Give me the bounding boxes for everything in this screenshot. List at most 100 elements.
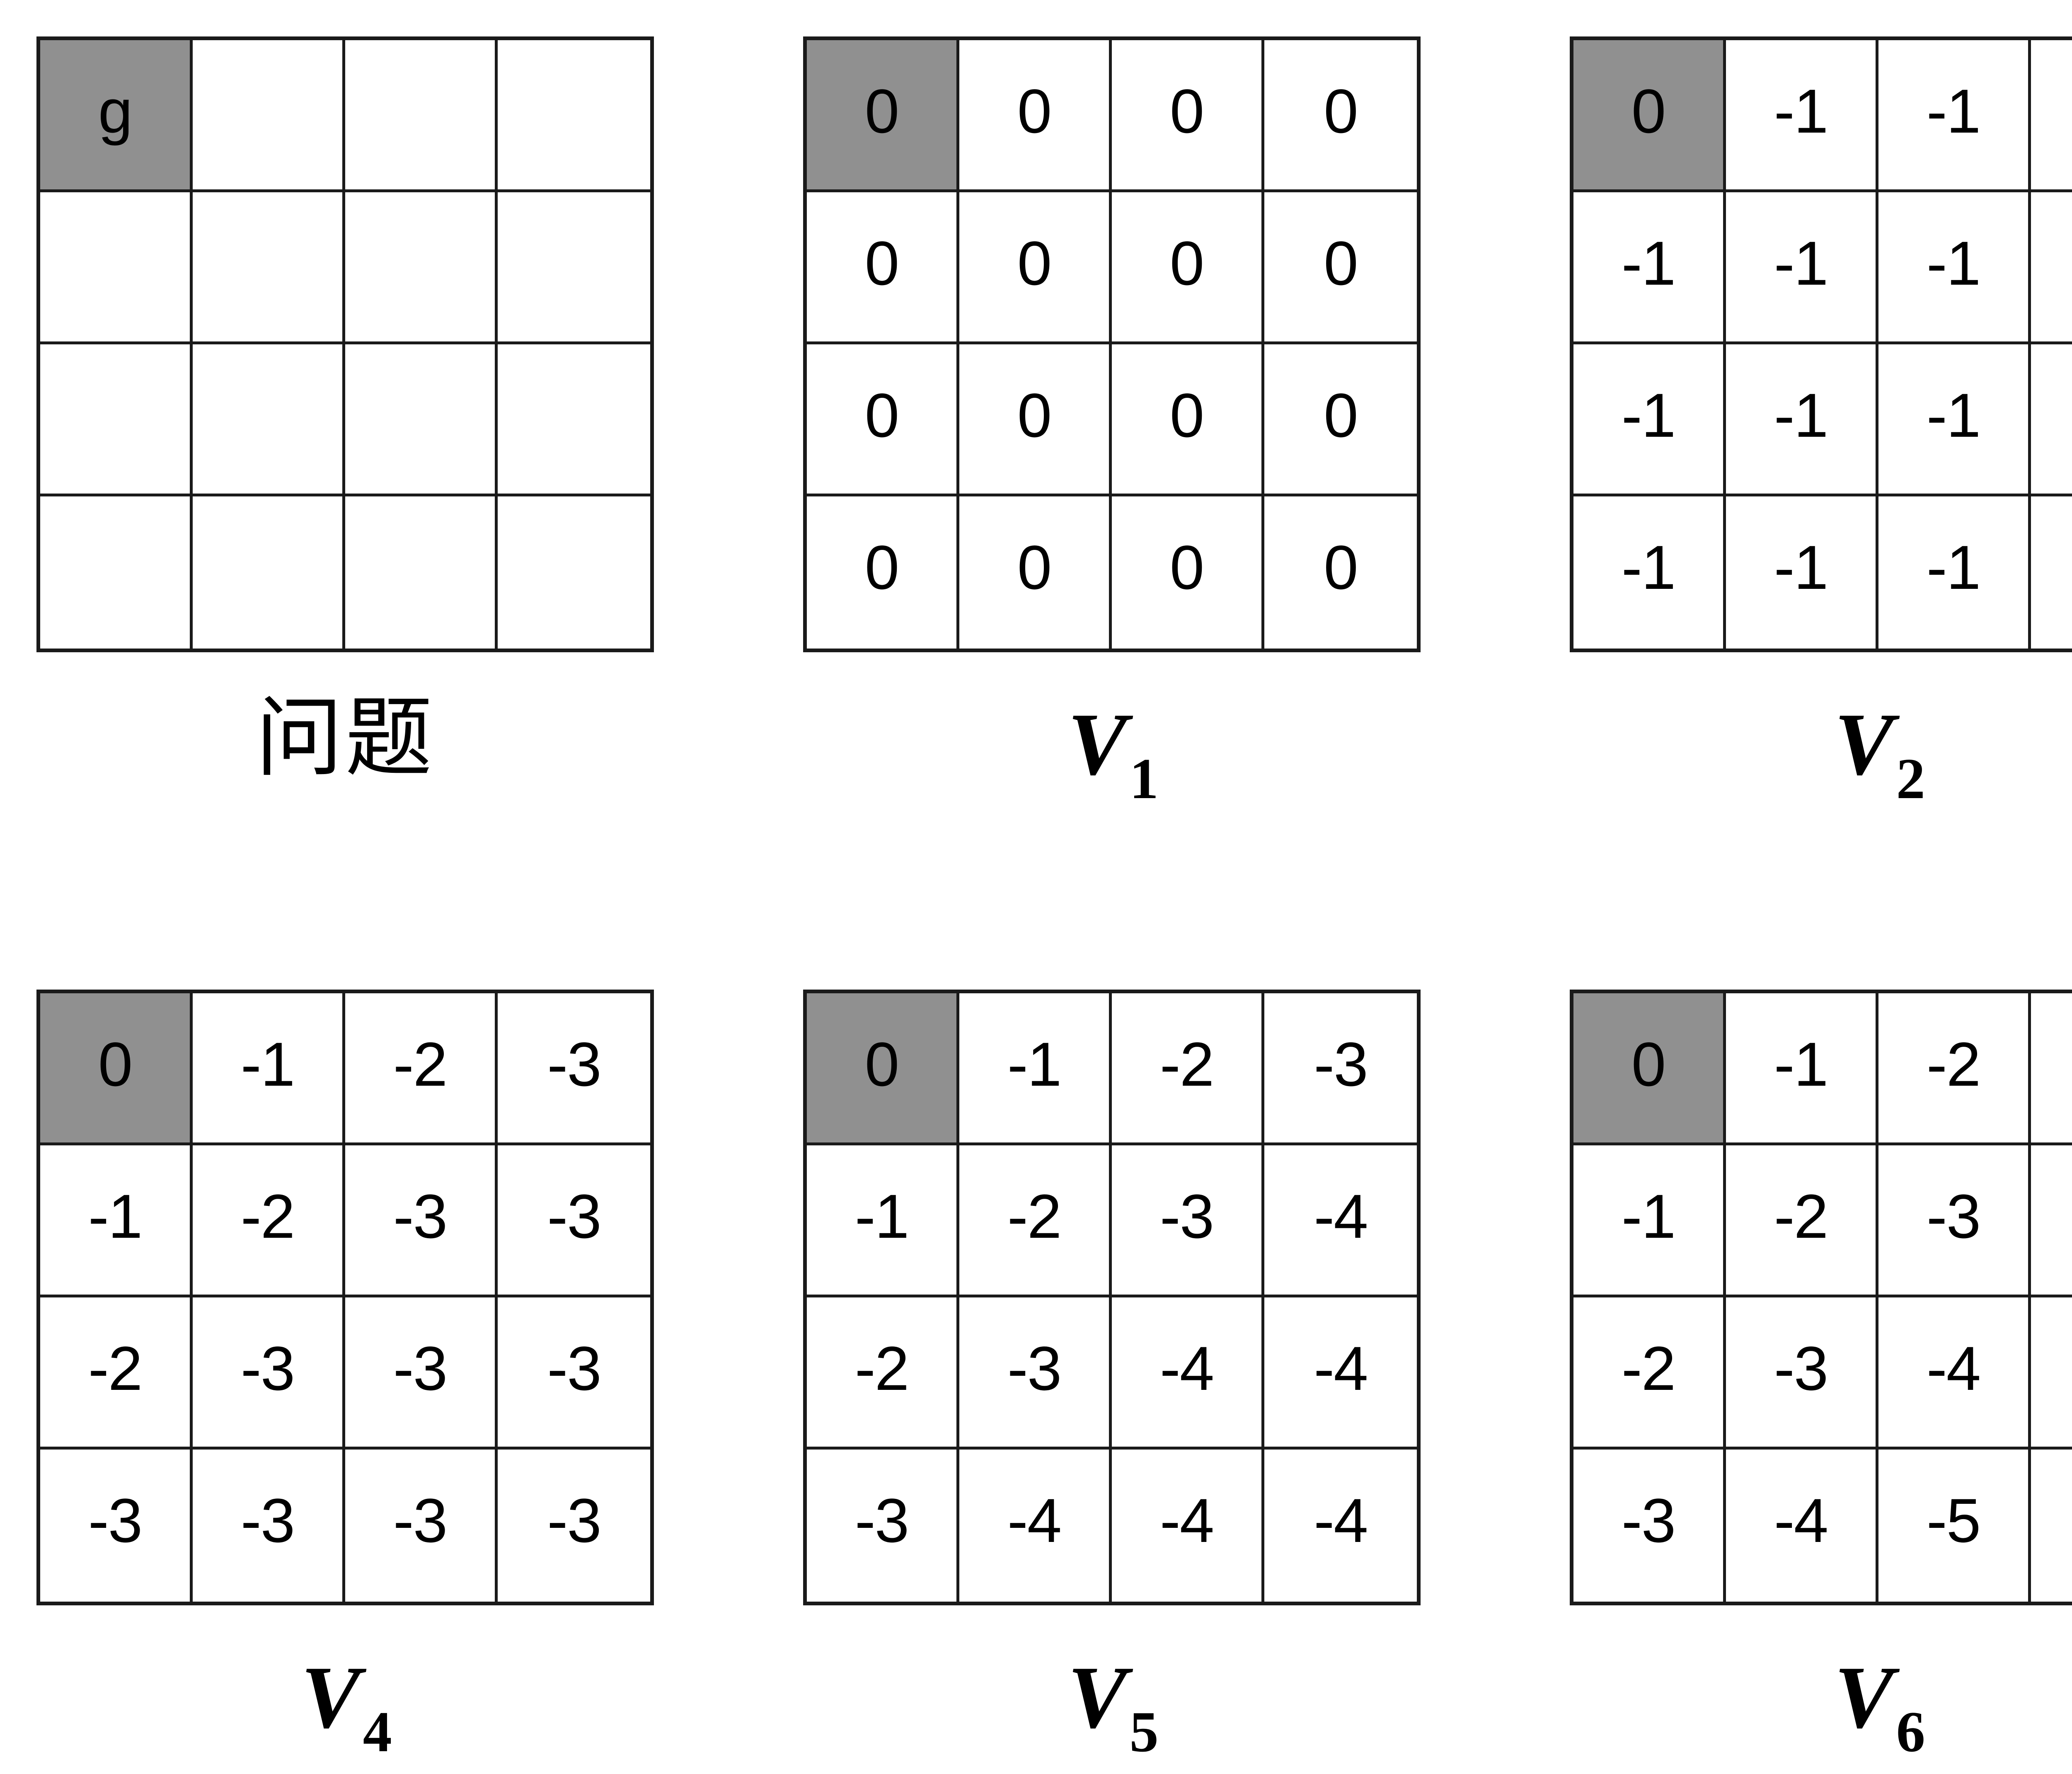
- grid-cell[interactable]: -3: [193, 1297, 345, 1450]
- grid-cell[interactable]: -1: [2031, 40, 2072, 192]
- grid-cell[interactable]: -1: [40, 1145, 193, 1297]
- cell-value: -1: [1621, 380, 1676, 450]
- grid-cell[interactable]: 0: [1112, 344, 1264, 496]
- grid-cell[interactable]: [498, 344, 650, 496]
- grid-cell[interactable]: -3: [193, 1450, 345, 1602]
- grid-cell[interactable]: [40, 344, 193, 496]
- grid-cell[interactable]: -1: [2031, 192, 2072, 344]
- grid-cell[interactable]: [193, 192, 345, 344]
- grid-cell[interactable]: -3: [1878, 1145, 2031, 1297]
- grid-cell[interactable]: 0: [959, 496, 1112, 649]
- grid-cell[interactable]: [345, 496, 498, 649]
- grid-cell[interactable]: [498, 496, 650, 649]
- grid-cell[interactable]: -2: [345, 993, 498, 1145]
- grid-cell[interactable]: -1: [193, 993, 345, 1145]
- cell-value: -3: [393, 1181, 448, 1251]
- grid-cell[interactable]: -3: [40, 1450, 193, 1602]
- grid-cell[interactable]: -5: [2031, 1297, 2072, 1450]
- grid-cell[interactable]: -3: [498, 1450, 650, 1602]
- grid-cell[interactable]: 0: [807, 993, 959, 1145]
- grid-cell[interactable]: -1: [1726, 40, 1878, 192]
- grid-cell[interactable]: 0: [807, 192, 959, 344]
- grid-cell[interactable]: 0: [1264, 192, 1417, 344]
- grid-cell[interactable]: -2: [40, 1297, 193, 1450]
- grid-cell[interactable]: -2: [193, 1145, 345, 1297]
- grid-cell[interactable]: 0: [1264, 496, 1417, 649]
- grid-cell[interactable]: -3: [1112, 1145, 1264, 1297]
- grid-cell[interactable]: 0: [807, 344, 959, 496]
- grid-cell[interactable]: -4: [1112, 1450, 1264, 1602]
- grid-cell[interactable]: -1: [807, 1145, 959, 1297]
- grid-cell[interactable]: -4: [1878, 1297, 2031, 1450]
- grid-cell[interactable]: [345, 40, 498, 192]
- grid-cell[interactable]: [498, 192, 650, 344]
- grid-cell[interactable]: -1: [1878, 192, 2031, 344]
- grid-cell[interactable]: 0: [959, 40, 1112, 192]
- grid-cell[interactable]: -5: [2031, 1450, 2072, 1602]
- grid-cell[interactable]: -4: [1726, 1450, 1878, 1602]
- grid-cell[interactable]: 0: [1573, 40, 1726, 192]
- grid-cell[interactable]: -1: [1878, 40, 2031, 192]
- grid-cell[interactable]: -4: [959, 1450, 1112, 1602]
- grid-cell[interactable]: -1: [1878, 344, 2031, 496]
- grid-cell[interactable]: 0: [1112, 496, 1264, 649]
- grid-cell[interactable]: g: [40, 40, 193, 192]
- grid-cell[interactable]: [498, 40, 650, 192]
- grid-cell[interactable]: -4: [1264, 1297, 1417, 1450]
- grid-cell[interactable]: -3: [1264, 993, 1417, 1145]
- grid-cell[interactable]: -2: [1726, 1145, 1878, 1297]
- cell-value: -2: [1621, 1334, 1676, 1403]
- grid-cell[interactable]: -1: [1573, 1145, 1726, 1297]
- grid-cell[interactable]: -3: [498, 1297, 650, 1450]
- grid-cell[interactable]: -1: [959, 993, 1112, 1145]
- grid-cell[interactable]: 0: [1573, 993, 1726, 1145]
- grid-cell[interactable]: -4: [1112, 1297, 1264, 1450]
- grid-cell[interactable]: -3: [1573, 1450, 1726, 1602]
- grid-cell[interactable]: 0: [40, 993, 193, 1145]
- grid-cell[interactable]: [193, 496, 345, 649]
- grid-cell[interactable]: 0: [1112, 40, 1264, 192]
- grid-cell[interactable]: [193, 40, 345, 192]
- grid-cell[interactable]: 0: [1112, 192, 1264, 344]
- grid-cell[interactable]: -4: [1264, 1450, 1417, 1602]
- grid-cell[interactable]: -2: [959, 1145, 1112, 1297]
- grid-cell[interactable]: -3: [498, 1145, 650, 1297]
- grid-cell[interactable]: -3: [498, 993, 650, 1145]
- grid-cell[interactable]: -1: [1573, 344, 1726, 496]
- grid-cell[interactable]: -2: [1112, 993, 1264, 1145]
- grid-cell[interactable]: -3: [807, 1450, 959, 1602]
- grid-cell[interactable]: -1: [1726, 344, 1878, 496]
- grid-cell[interactable]: -5: [1878, 1450, 2031, 1602]
- grid-cell[interactable]: [345, 192, 498, 344]
- grid-cell[interactable]: -1: [1573, 496, 1726, 649]
- grid-cell[interactable]: [40, 496, 193, 649]
- grid-cell[interactable]: -3: [2031, 993, 2072, 1145]
- grid-cell[interactable]: -3: [959, 1297, 1112, 1450]
- grid-cell[interactable]: -3: [1726, 1297, 1878, 1450]
- grid-cell[interactable]: -2: [1878, 993, 2031, 1145]
- grid-cell[interactable]: -3: [345, 1297, 498, 1450]
- grid-cell[interactable]: -2: [1573, 1297, 1726, 1450]
- grid-cell[interactable]: -4: [2031, 1145, 2072, 1297]
- grid-cell[interactable]: -1: [2031, 344, 2072, 496]
- grid-cell[interactable]: [40, 192, 193, 344]
- grid-cell[interactable]: 0: [1264, 344, 1417, 496]
- grid-cell[interactable]: -1: [1573, 192, 1726, 344]
- grid-cell[interactable]: -2: [807, 1297, 959, 1450]
- grid-cell[interactable]: -1: [1726, 496, 1878, 649]
- grid-cell[interactable]: 0: [807, 496, 959, 649]
- grid-cell[interactable]: 0: [959, 344, 1112, 496]
- grid-cell[interactable]: -1: [1726, 192, 1878, 344]
- grid-cell[interactable]: -1: [1726, 993, 1878, 1145]
- grid-cell[interactable]: [345, 344, 498, 496]
- grid-cell[interactable]: -3: [345, 1145, 498, 1297]
- grid-cell[interactable]: -1: [2031, 496, 2072, 649]
- grid-cell[interactable]: [193, 344, 345, 496]
- grid-cell[interactable]: 0: [807, 40, 959, 192]
- grid-cell[interactable]: -3: [345, 1450, 498, 1602]
- grid-cell[interactable]: -1: [1878, 496, 2031, 649]
- grid-cell[interactable]: 0: [959, 192, 1112, 344]
- grid-cell[interactable]: 0: [1264, 40, 1417, 192]
- grid-cell[interactable]: -4: [1264, 1145, 1417, 1297]
